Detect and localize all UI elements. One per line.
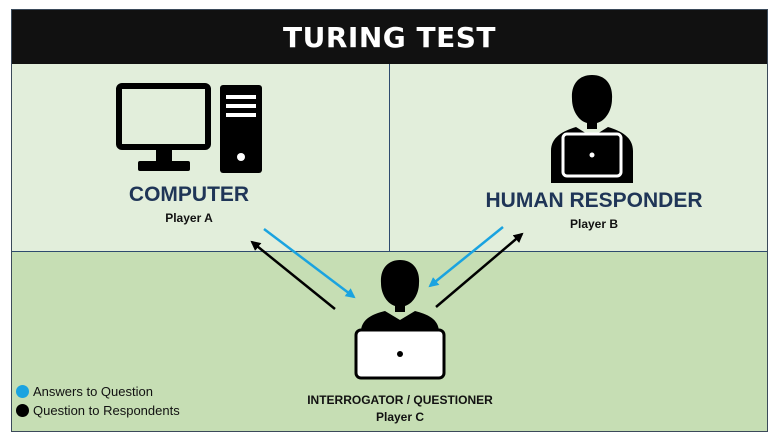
title-bar: TURING TEST — [12, 10, 767, 64]
computer-label: COMPUTER — [128, 183, 250, 206]
legend-questions-label: Question to Respondents — [33, 403, 180, 418]
legend-questions: Question to Respondents — [16, 403, 180, 418]
diagram-frame: TURING TEST COMPUTER Player A HUMAN RESP… — [11, 9, 768, 432]
interrogator-player: Player C — [375, 410, 425, 424]
human-label: HUMAN RESPONDER — [485, 189, 703, 212]
legend-questions-swatch — [16, 404, 29, 417]
interrogator-label: INTERROGATOR / QUESTIONER — [307, 393, 493, 407]
legend-answers-swatch — [16, 385, 29, 398]
human-player: Player B — [569, 217, 619, 231]
legend-answers: Answers to Question — [16, 384, 153, 399]
answer-arrow-from-human — [428, 226, 504, 288]
diagram-title: TURING TEST — [283, 20, 496, 54]
question-arrow-to-human — [435, 232, 524, 308]
person-at-laptop-icon — [551, 75, 633, 183]
desktop-computer-icon — [116, 83, 262, 173]
computer-panel — [12, 64, 390, 252]
person-at-laptop-icon — [354, 260, 446, 380]
answer-arrow-from-computer — [263, 228, 356, 299]
legend-answers-label: Answers to Question — [33, 384, 153, 399]
question-arrow-to-computer — [250, 240, 336, 310]
computer-player: Player A — [165, 211, 213, 225]
arrows-layer — [250, 226, 524, 310]
